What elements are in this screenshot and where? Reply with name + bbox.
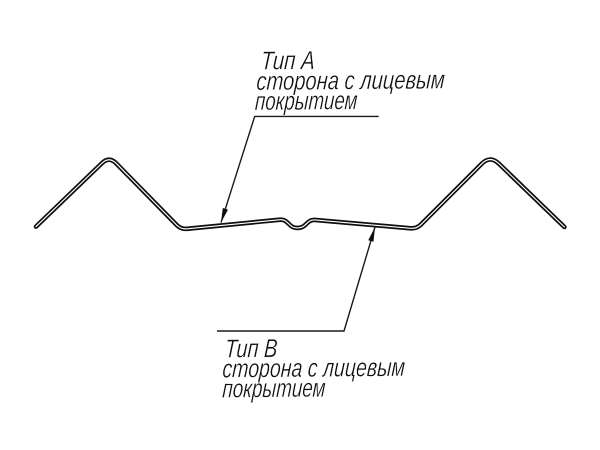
svg-text:покрытием: покрытием bbox=[254, 85, 358, 116]
svg-text:покрытием: покрытием bbox=[222, 373, 327, 404]
svg-text:Тип А: Тип А bbox=[260, 45, 316, 75]
svg-text:сторона с лицевым: сторона с лицевым bbox=[256, 64, 446, 96]
svg-text:сторона с лицевым: сторона с лицевым bbox=[222, 352, 406, 384]
svg-text:Тип В: Тип В bbox=[224, 333, 278, 363]
